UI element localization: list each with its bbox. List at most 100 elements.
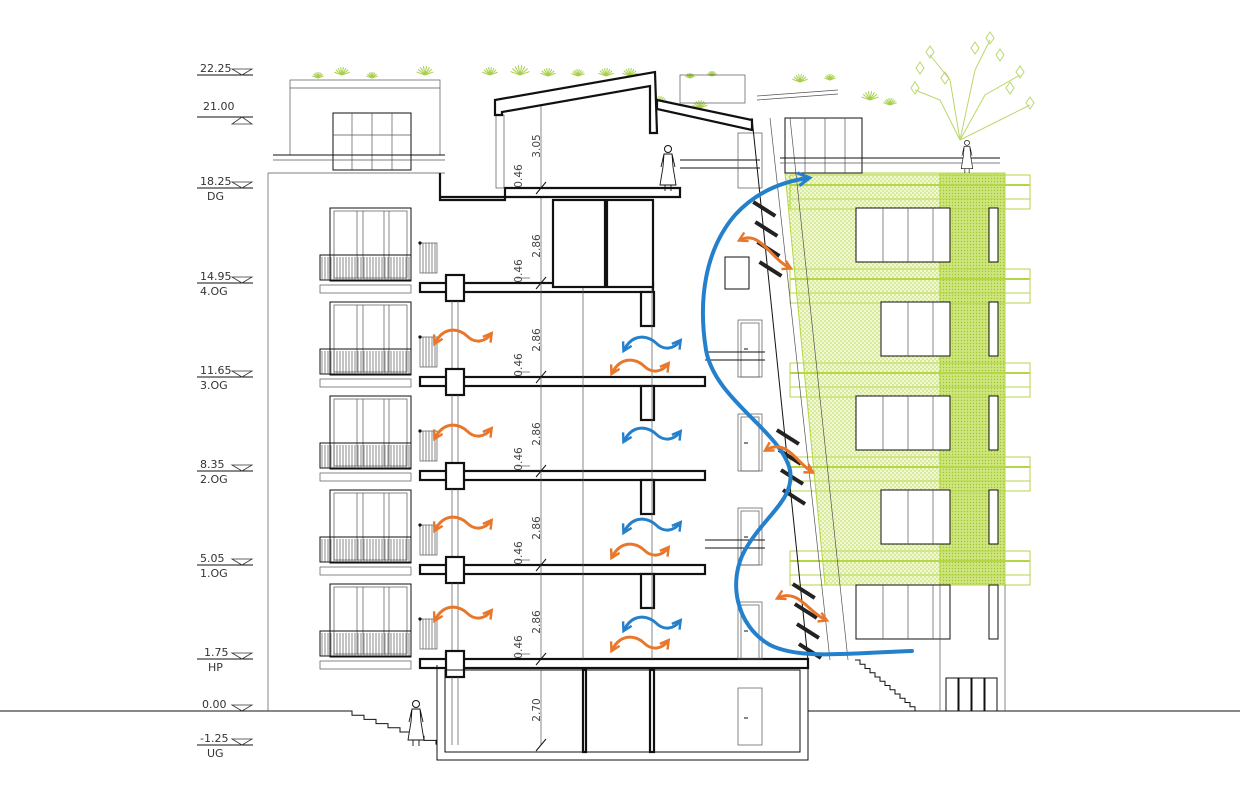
plant-icon xyxy=(861,91,879,101)
warm-air-exchange-arrow xyxy=(609,542,671,561)
louver-blade xyxy=(775,428,800,446)
person-head xyxy=(412,700,420,708)
cool-air-exchange-arrow xyxy=(621,615,683,634)
background-layer xyxy=(312,31,1035,141)
dimension-text: 0.46 xyxy=(513,447,525,471)
plant-stem xyxy=(422,66,426,76)
balcony-slab xyxy=(319,378,412,388)
door xyxy=(737,319,763,378)
column-head xyxy=(444,461,466,491)
tree-branch xyxy=(959,74,1021,141)
plant-icon xyxy=(312,72,324,79)
warm-air-exchange-arrow xyxy=(432,605,494,624)
side-window xyxy=(988,301,999,357)
level-triangle-icon xyxy=(230,276,254,284)
core-room xyxy=(551,198,607,289)
column-head xyxy=(444,555,466,585)
balcony-slab xyxy=(319,660,412,670)
level-markers: 22.25 21.00 18.25 DG 14.95 4.OG 11.65 3.… xyxy=(200,62,235,760)
plant-stem xyxy=(869,96,879,101)
plant-stem xyxy=(517,65,521,76)
person-figure-icon xyxy=(659,145,677,191)
plant-stem xyxy=(420,66,426,76)
downstand-beam xyxy=(639,290,656,328)
floor-slab xyxy=(418,375,707,388)
ground-door xyxy=(984,677,998,712)
outer-facade-line xyxy=(789,117,849,661)
tree-leaf xyxy=(915,61,925,75)
level-label: 14.95 xyxy=(200,270,232,283)
door-leaf xyxy=(740,322,760,378)
rooftop-window xyxy=(784,117,863,174)
plant-stem xyxy=(514,66,521,76)
plant-stem xyxy=(699,104,708,109)
plant-stem xyxy=(799,78,808,83)
person-body xyxy=(659,153,677,191)
level-triangle-icon xyxy=(230,370,254,378)
railing-post xyxy=(418,241,422,245)
basement-outline xyxy=(436,665,809,761)
person-head xyxy=(664,145,672,153)
warm-air-exchange-arrow xyxy=(736,231,794,271)
person-body xyxy=(407,708,425,746)
balcony-railing xyxy=(319,348,412,375)
sloped-roof xyxy=(493,70,659,135)
dimension-text: 0.46 xyxy=(513,353,525,377)
person-figure-icon xyxy=(960,140,974,174)
plant-stem xyxy=(510,71,521,76)
railing-post xyxy=(418,523,422,527)
level-label: 22.25 xyxy=(200,62,232,75)
level-label: 1.75 xyxy=(204,646,229,659)
plant-stem xyxy=(519,68,528,76)
plant-stem xyxy=(424,66,428,76)
tree-branch xyxy=(959,104,1031,141)
balcony-window xyxy=(329,301,412,376)
outer-facade-line xyxy=(769,117,831,661)
level-triangle-icon xyxy=(230,558,254,566)
dimension-text: 3.05 xyxy=(531,134,543,157)
tree-leaf xyxy=(1005,81,1015,95)
plant-stem xyxy=(416,71,426,76)
level-triangle-icon xyxy=(230,68,254,76)
warm-air-exchange-arrow xyxy=(762,441,816,474)
balcony-railing xyxy=(319,254,412,281)
side-window xyxy=(988,395,999,451)
balcony-window xyxy=(329,395,412,470)
dimension-text: 0.46 xyxy=(513,164,525,188)
plant-icon xyxy=(685,72,695,79)
dimension-text: 2.86 xyxy=(531,610,543,634)
core-room xyxy=(605,198,655,289)
level-label: 18.25 xyxy=(200,175,232,188)
building-section xyxy=(0,68,1240,761)
basement-wall xyxy=(648,668,656,754)
side-window xyxy=(988,489,999,545)
cool-air-exchange-arrow xyxy=(621,426,683,445)
tree-leaf xyxy=(1015,65,1025,79)
window-frame xyxy=(333,586,408,655)
plant-icon xyxy=(824,74,836,81)
plant-stem xyxy=(424,68,433,76)
downstand-beam xyxy=(639,478,656,516)
warm-air-exchange-arrow xyxy=(609,358,671,377)
column-head xyxy=(444,367,466,397)
dimension-text: 2.86 xyxy=(531,328,543,352)
dimension-text: 0.46 xyxy=(513,635,525,659)
level-label: 8.35 xyxy=(200,458,225,471)
small-railing xyxy=(419,242,438,274)
door xyxy=(737,687,763,746)
level-label: 0.00 xyxy=(202,698,227,711)
facade-box xyxy=(724,256,750,290)
plant-icon xyxy=(510,65,530,76)
plant-icon xyxy=(692,100,708,109)
facade-window xyxy=(855,395,951,451)
railing-post xyxy=(418,335,422,339)
plant-stem xyxy=(862,93,871,101)
plant-stem xyxy=(519,71,530,76)
plant-stem xyxy=(424,66,430,76)
plant-icon xyxy=(334,67,350,76)
roof-line xyxy=(756,93,839,101)
plant-stem xyxy=(861,96,871,101)
tree-leaf xyxy=(985,31,995,45)
plant-stem xyxy=(317,75,324,79)
